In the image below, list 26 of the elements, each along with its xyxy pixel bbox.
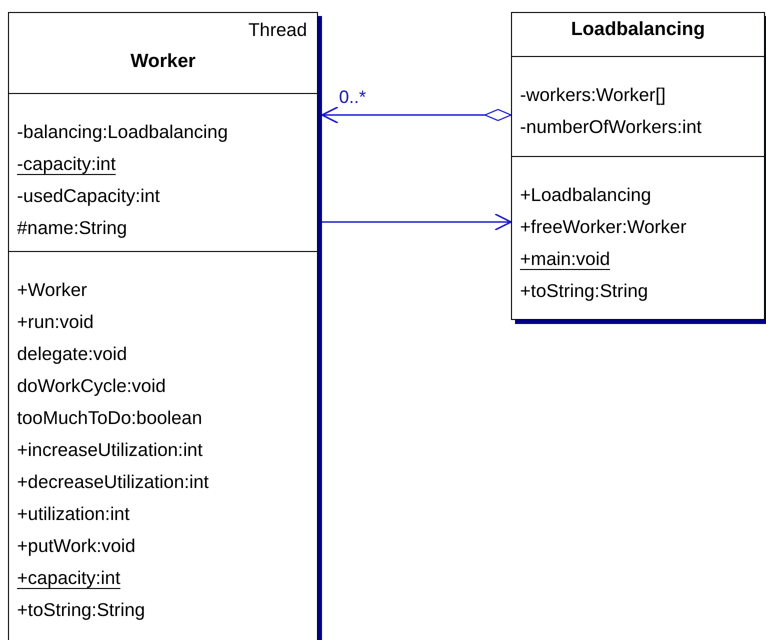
member-text: -usedCapacity:int [17,184,161,208]
association-arrow [321,106,512,124]
member-text: +utilization:int [17,502,131,526]
member-text: -balancing:Loadbalancing [17,120,229,144]
member-text: +toString:String [17,598,146,622]
member-text: delegate:void [17,342,128,366]
member-text: doWorkCycle:void [17,374,167,398]
member-text: +capacity:int [17,566,122,590]
member-text: +Loadbalancing [520,183,652,207]
association-arrow [322,213,512,231]
member-text: +freeWorker:Worker [520,215,688,239]
member-text: +Worker [17,278,88,302]
member-text: +decreaseUtilization:int [17,470,210,494]
member-text: tooMuchToDo:boolean [17,406,204,430]
member-text: +main:void [520,247,611,271]
member-text: -numberOfWorkers:int [520,115,703,139]
member-text: -capacity:int [17,152,117,176]
member-text: +putWork:void [17,534,136,558]
class-name: Loadbalancing [570,19,706,41]
member-text: #name:String [17,216,128,240]
member-text: -workers:Worker[] [520,83,667,107]
member-text: +increaseUtilization:int [17,438,204,462]
member-text: +toString:String [520,279,650,303]
superclass-label: Thread [248,19,307,41]
member-text: +run:void [17,310,95,334]
class-name: Worker [129,51,197,73]
